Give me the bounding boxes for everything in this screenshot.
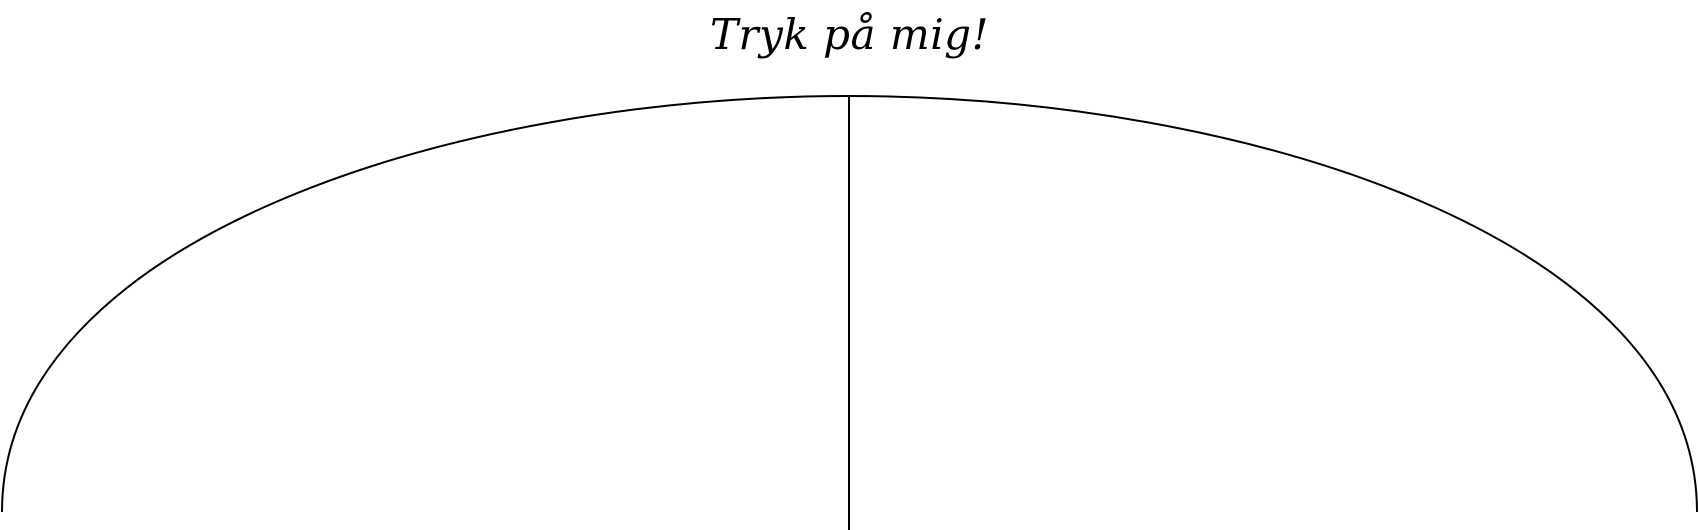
tap-me-title[interactable]: Tryk på mig!: [710, 10, 989, 59]
arch-curve: [1, 94, 1698, 513]
